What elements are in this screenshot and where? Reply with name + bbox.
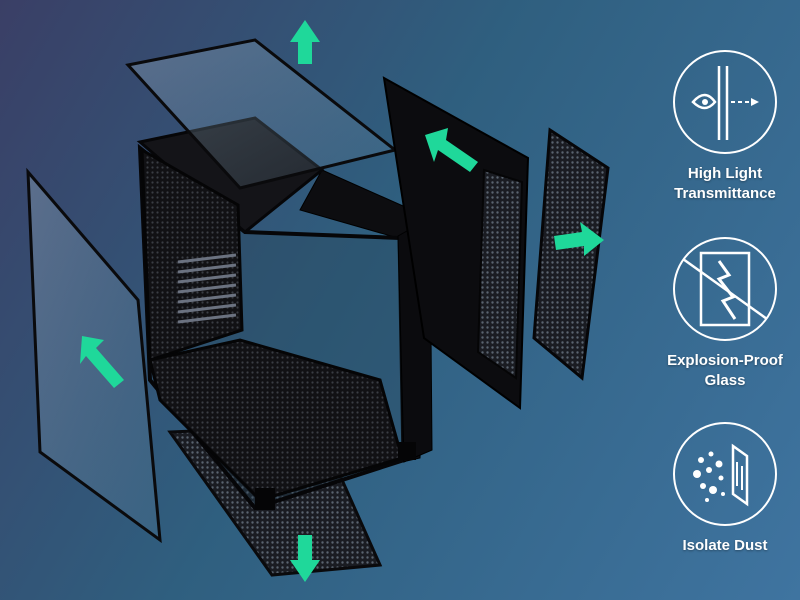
arrow-right-icon <box>554 222 604 256</box>
eye-light-through-glass-icon <box>691 66 759 140</box>
arrow-up-icon <box>290 20 320 64</box>
feature-label-line1: Isolate Dust <box>682 537 768 554</box>
feature-label-line2: Glass <box>704 372 746 389</box>
feature-label-line2: Transmittance <box>674 185 776 202</box>
feature-icon-circle <box>673 237 777 341</box>
arrow-down-icon <box>290 535 320 582</box>
case-foot-rear <box>398 442 416 460</box>
arrow-left-down-icon <box>80 336 124 388</box>
feature-isolate-dust: Isolate Dust <box>660 422 790 556</box>
feature-icon-circle <box>673 422 777 526</box>
right-side-panel-mesh <box>476 168 524 380</box>
arrow-left-up-icon <box>425 128 478 172</box>
feature-label-line1: Explosion-Proof <box>667 352 783 369</box>
dust-filter-icon <box>693 443 749 507</box>
feature-explosion-proof-glass: Explosion-Proof Glass <box>660 237 790 391</box>
feature-label-line1: High Light <box>687 165 763 182</box>
feature-high-light-transmittance: High Light Transmittance <box>660 50 790 204</box>
shatter-proof-glass-icon <box>682 251 768 327</box>
case-foot-front <box>255 488 275 510</box>
side-dust-filter <box>532 127 610 381</box>
pcie-slots <box>177 253 237 324</box>
feature-icon-circle <box>673 50 777 154</box>
